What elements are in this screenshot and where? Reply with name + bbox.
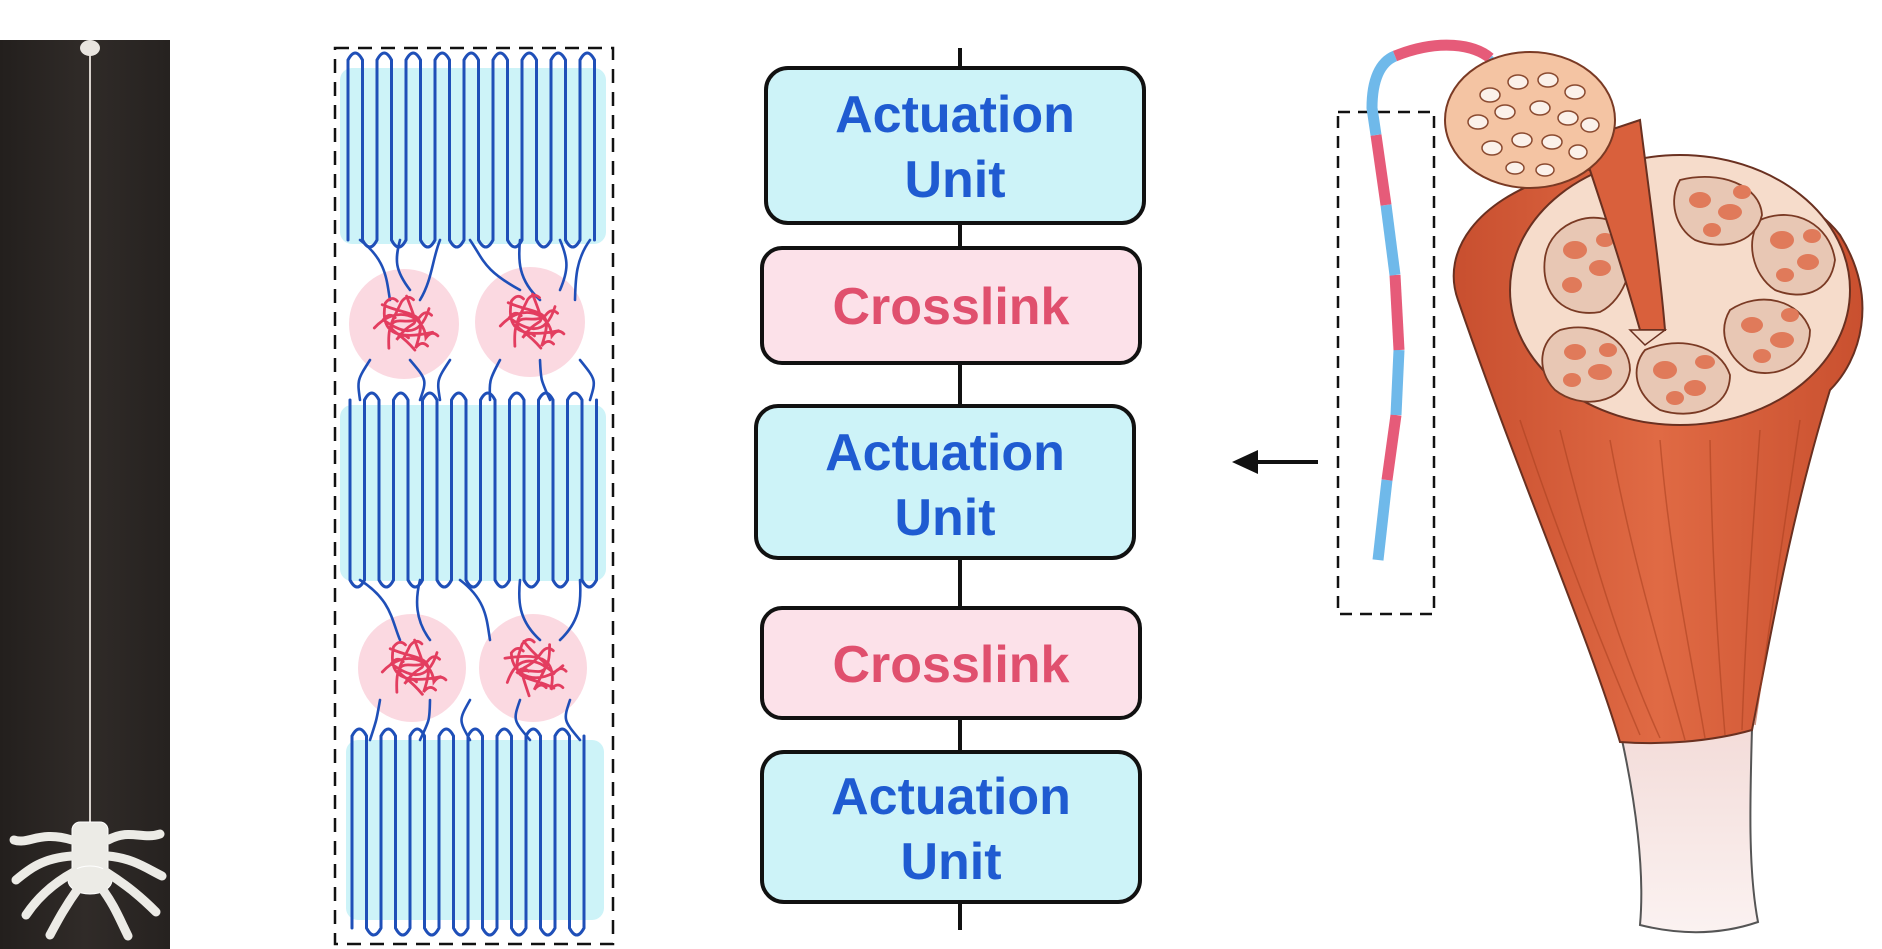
polymer-strand bbox=[350, 727, 586, 937]
extracted-fascicle bbox=[1578, 118, 1667, 331]
crosslink-label: Crosslink bbox=[833, 636, 1070, 694]
polymer-strand bbox=[418, 238, 442, 302]
polymer-strand bbox=[498, 292, 566, 350]
unit-chain: Actuation Unit Crosslink Actuation Unit … bbox=[754, 48, 1146, 930]
actuation-unit-box-2: Actuation Unit bbox=[754, 404, 1136, 560]
crosslink-domain-3 bbox=[358, 614, 466, 722]
actuation-domain-bottom bbox=[346, 740, 604, 920]
polymer-strand bbox=[460, 698, 472, 742]
actuation-unit-label: Unit bbox=[904, 151, 1005, 209]
crosslink-domain-1 bbox=[349, 269, 459, 379]
crosslink-box-1: Crosslink bbox=[760, 246, 1142, 365]
polymer-strand bbox=[514, 698, 532, 742]
polymer-strand bbox=[346, 51, 596, 249]
polymer-strand bbox=[418, 698, 432, 742]
actuation-unit-label: Unit bbox=[900, 833, 1001, 891]
polymer-strand bbox=[358, 238, 392, 302]
polymer-strand bbox=[368, 698, 382, 742]
polymer-strand bbox=[358, 578, 402, 642]
actuation-unit-box-1: Actuation Unit bbox=[764, 66, 1146, 225]
spider-robot-icon bbox=[9, 821, 167, 941]
fiber-highlight-frame bbox=[1336, 110, 1436, 616]
polymer-strand bbox=[436, 358, 452, 402]
photo-panel bbox=[0, 40, 170, 949]
actuation-unit-label: Actuation bbox=[825, 424, 1065, 482]
muscle-fibers-dots bbox=[1562, 185, 1821, 405]
muscle-anatomy bbox=[1336, 39, 1864, 934]
crosslink-box-2: Crosslink bbox=[760, 606, 1142, 720]
polymer-strand bbox=[573, 238, 592, 302]
crosslink-label: Crosslink bbox=[833, 278, 1070, 336]
polymer-strand bbox=[372, 294, 440, 352]
actuation-unit-label: Actuation bbox=[831, 768, 1071, 826]
polymer-strand bbox=[468, 238, 522, 292]
actuation-unit-box-3: Actuation Unit bbox=[760, 750, 1142, 904]
polymer-strand bbox=[558, 238, 568, 292]
polymer-strand bbox=[503, 638, 568, 698]
polymer-strands bbox=[346, 51, 598, 937]
fiber-anchor bbox=[80, 40, 100, 56]
single-muscle-fiber bbox=[1366, 39, 1525, 561]
left-arrow-icon bbox=[1232, 450, 1318, 474]
polymer-strand bbox=[488, 358, 502, 402]
tendon bbox=[1620, 726, 1760, 934]
schematic-frame bbox=[333, 46, 615, 946]
polymer-strand bbox=[564, 698, 582, 742]
actuation-unit-label: Unit bbox=[894, 489, 995, 547]
polymer-strand bbox=[357, 358, 372, 402]
polymer-strand bbox=[558, 578, 582, 642]
molecular-schematic bbox=[333, 46, 615, 946]
muscle-striations bbox=[1519, 419, 1801, 741]
polymer-strand bbox=[415, 578, 432, 642]
polymer-strand bbox=[395, 238, 412, 292]
polymer-strand bbox=[380, 638, 448, 696]
polymer-strand bbox=[458, 578, 492, 642]
crosslink-domain-4 bbox=[479, 614, 587, 722]
polymer-strand bbox=[348, 391, 598, 589]
actuation-unit-label: Actuation bbox=[835, 86, 1075, 144]
polymer-strand bbox=[578, 358, 596, 402]
polymer-strand bbox=[517, 578, 542, 642]
crosslink-domain-2 bbox=[475, 267, 585, 377]
fascicle-fibers bbox=[1467, 72, 1600, 177]
polymer-strand bbox=[408, 358, 426, 402]
polymer-strand bbox=[538, 358, 552, 402]
